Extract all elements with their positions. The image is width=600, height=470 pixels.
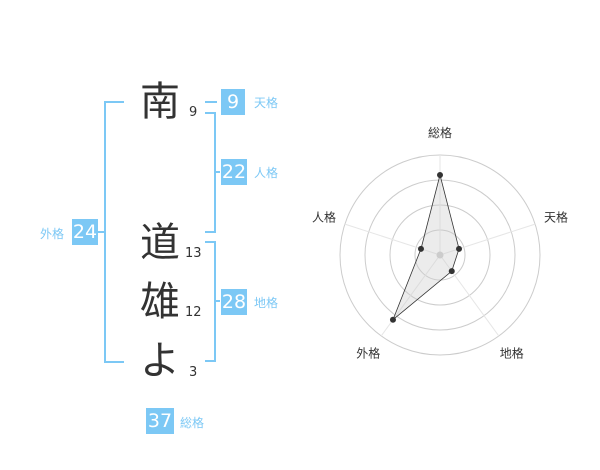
bracket-chikaku-tick bbox=[216, 300, 220, 302]
bracket-jinkaku bbox=[205, 112, 216, 233]
radar-point-5 bbox=[417, 245, 424, 252]
radar-point-2 bbox=[456, 245, 463, 252]
gaikaku-badge: 24 bbox=[72, 219, 98, 245]
bracket-gaikaku bbox=[104, 101, 124, 363]
radar-point-3 bbox=[448, 268, 455, 275]
name-char-3: 雄 bbox=[140, 279, 180, 325]
name-char-4: よ bbox=[140, 338, 180, 384]
soukaku-badge: 37 bbox=[146, 408, 174, 434]
bracket-tenkaku bbox=[205, 101, 217, 103]
stroke-count-3: 12 bbox=[185, 305, 202, 320]
radar-point-4 bbox=[389, 316, 396, 323]
jinkaku-label: 人格 bbox=[254, 166, 279, 180]
soukaku-label: 総格 bbox=[180, 416, 205, 430]
radar-spoke bbox=[439, 254, 500, 337]
radar-center bbox=[436, 251, 444, 259]
radar-spoke bbox=[439, 223, 536, 256]
radar-axis-label-4: 外格 bbox=[356, 346, 380, 361]
radar-polygon bbox=[392, 174, 460, 321]
bracket-jinkaku-tick bbox=[216, 171, 220, 173]
radar-axis-label-3: 地格 bbox=[500, 346, 524, 361]
radar-axis-label-2: 天格 bbox=[544, 209, 568, 224]
stroke-count-2: 13 bbox=[185, 246, 202, 261]
tenkaku-label: 天格 bbox=[254, 96, 279, 110]
tenkaku-badge: 9 bbox=[221, 89, 245, 115]
name-char-1: 南 bbox=[140, 79, 180, 125]
jinkaku-badge: 22 bbox=[221, 159, 247, 185]
radar-point-1 bbox=[437, 172, 443, 178]
chikaku-badge: 28 bbox=[221, 289, 247, 315]
chikaku-label: 地格 bbox=[254, 296, 279, 310]
gaikaku-label: 外格 bbox=[40, 227, 65, 241]
stroke-count-4: 3 bbox=[189, 365, 198, 380]
radar-spoke bbox=[344, 223, 441, 256]
radar-axis-label-1: 総格 bbox=[428, 125, 452, 140]
name-char-2: 道 bbox=[140, 220, 180, 266]
radar-spoke bbox=[380, 254, 441, 337]
bracket-chikaku bbox=[205, 241, 216, 362]
stroke-count-1: 9 bbox=[189, 105, 198, 120]
radar-axis-label-5: 人格 bbox=[312, 209, 336, 224]
